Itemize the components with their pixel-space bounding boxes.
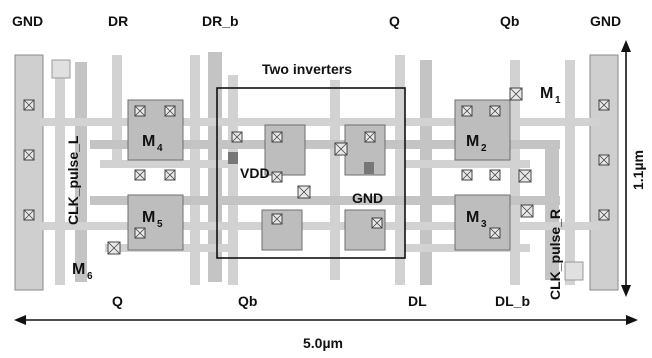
- qb-top-label: Qb: [500, 13, 519, 29]
- via: [364, 131, 376, 143]
- metal-strip-h: [90, 196, 560, 205]
- via: [461, 169, 473, 181]
- via: [271, 171, 283, 183]
- m5-letter: M: [142, 209, 155, 226]
- via: [231, 131, 243, 143]
- transistor-m5: [127, 194, 184, 251]
- q-bottom-label: Q: [112, 293, 123, 309]
- m1-subscript: 1: [555, 95, 561, 106]
- via: [371, 217, 383, 229]
- m3-letter: M: [466, 209, 479, 226]
- metal-strip: [545, 140, 559, 280]
- via: [134, 227, 146, 239]
- metal-strip: [330, 80, 340, 280]
- clk-pulse-l-label: CLK_pulse_L: [65, 135, 81, 225]
- via: [23, 149, 35, 161]
- two-inverters-box: [216, 87, 406, 259]
- height-dimension-label: 1.1µm: [630, 150, 646, 190]
- metal-strip-h: [100, 160, 230, 168]
- metal-strip: [55, 60, 65, 285]
- via: [520, 204, 534, 218]
- m4-letter: M: [142, 133, 155, 150]
- m1-letter: M: [540, 85, 553, 102]
- clk-pulse-r-label: CLK_pulse_R: [547, 209, 563, 300]
- metal-strip: [565, 60, 575, 285]
- via: [23, 99, 35, 111]
- qb-line: [510, 60, 520, 285]
- dl-b-label: DL_b: [495, 293, 530, 309]
- width-dimension-label: 5.0µm: [303, 335, 343, 351]
- via: [489, 105, 501, 117]
- via: [489, 169, 501, 181]
- via-group: [23, 87, 610, 255]
- m4-subscript: 4: [157, 143, 163, 154]
- m6-label: M 6: [72, 261, 93, 282]
- m6-letter: M: [72, 261, 85, 278]
- height-dimension: [621, 40, 631, 297]
- via: [134, 169, 146, 181]
- m4-label: M 4: [142, 133, 163, 154]
- m5-subscript: 5: [157, 219, 163, 230]
- qb-bottom-label: Qb: [238, 293, 257, 309]
- dl-label: DL: [408, 293, 427, 309]
- inverter-device: [261, 209, 303, 251]
- metal-strip-h: [90, 140, 560, 149]
- via: [598, 99, 610, 111]
- m6-subscript: 6: [87, 271, 93, 282]
- transistor-m3: [454, 194, 511, 251]
- inverter-device: [264, 124, 306, 176]
- m3-label: M 3: [466, 209, 487, 230]
- q-top-label: Q: [389, 13, 400, 29]
- m2-letter: M: [466, 133, 479, 150]
- dr-label: DR: [108, 13, 128, 29]
- metal-strip: [228, 75, 238, 285]
- via: [164, 105, 176, 117]
- via: [509, 87, 523, 101]
- contact-pad: [564, 261, 584, 281]
- metal-strip-h: [40, 222, 600, 230]
- via: [23, 209, 35, 221]
- via: [164, 169, 176, 181]
- inverter-device: [344, 209, 386, 251]
- m2-subscript: 2: [481, 143, 487, 154]
- via: [271, 213, 283, 225]
- via: [134, 105, 146, 117]
- m5-label: M 5: [142, 209, 163, 230]
- via: [297, 185, 311, 199]
- contact-pad: [51, 59, 71, 79]
- dr-line: [112, 55, 122, 165]
- via: [334, 142, 348, 156]
- via: [107, 241, 121, 255]
- via: [271, 131, 283, 143]
- dr-b-label: DR_b: [202, 13, 239, 29]
- gnd-rail-right: [589, 54, 619, 291]
- m2-label: M 2: [466, 133, 487, 154]
- width-dimension: [14, 315, 638, 325]
- via: [518, 169, 532, 183]
- vdd-contact: [228, 152, 238, 164]
- via: [461, 105, 473, 117]
- vdd-label: VDD: [240, 165, 270, 181]
- gnd-right-label: GND: [590, 13, 621, 29]
- dr-b-line: [190, 55, 200, 285]
- gnd-rail-left: [14, 54, 44, 291]
- two-inverters-label: Two inverters: [262, 61, 352, 77]
- m1-label: M 1: [540, 85, 561, 106]
- metal-strip-h: [40, 118, 600, 126]
- q-line: [395, 55, 405, 285]
- via: [598, 154, 610, 166]
- m3-subscript: 3: [481, 219, 487, 230]
- metal-strip-h: [400, 160, 530, 168]
- via: [598, 209, 610, 221]
- gnd-left-label: GND: [12, 13, 43, 29]
- gnd-center-label: GND: [352, 190, 383, 206]
- via: [489, 227, 501, 239]
- gnd-contact: [364, 162, 374, 174]
